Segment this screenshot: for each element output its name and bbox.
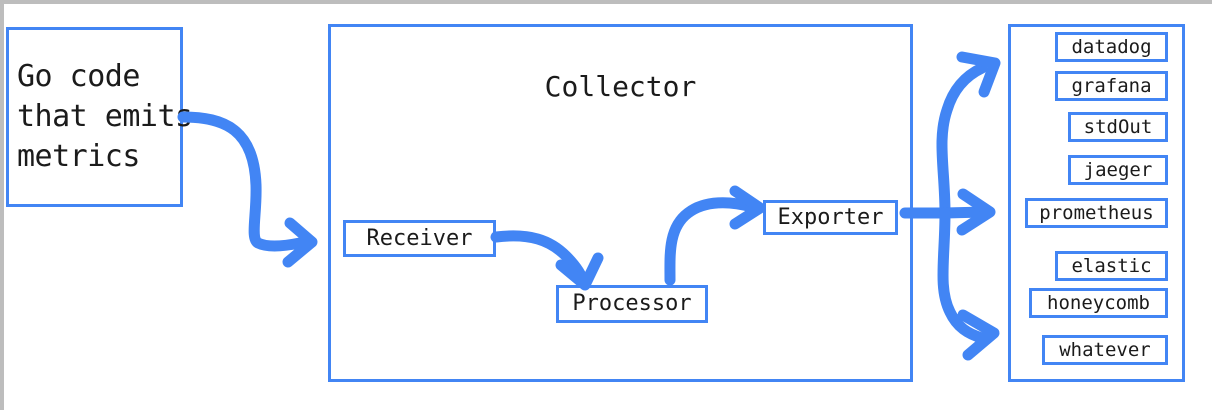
backend-prometheus[interactable]: prometheus <box>1025 198 1168 228</box>
arrow-fanout-upper <box>936 62 988 219</box>
backend-whatever[interactable]: whatever <box>1042 335 1168 365</box>
arrow-source-to-receiver <box>177 111 306 252</box>
arrow-fanout-lower <box>937 207 988 344</box>
backend-datadog[interactable]: datadog <box>1055 32 1168 62</box>
arrow-fanout-middle <box>939 206 991 219</box>
go-code-box[interactable]: Go code that emits metrics <box>6 27 193 207</box>
backend-label: stdOut <box>1083 116 1153 138</box>
arrow-fanout-lower-head <box>957 309 1000 361</box>
backend-elastic[interactable]: elastic <box>1055 251 1168 281</box>
backend-honeycomb[interactable]: honeycomb <box>1029 288 1168 318</box>
backend-label: honeycomb <box>1047 292 1150 314</box>
backend-label: jaeger <box>1083 159 1153 181</box>
go-code-line-1: Go code <box>17 59 140 94</box>
backend-label: grafana <box>1071 75 1152 97</box>
go-code-line-3: metrics <box>17 139 140 174</box>
backend-label: whatever <box>1059 339 1151 361</box>
receiver-node[interactable]: Receiver <box>343 220 496 257</box>
collector-title: Collector <box>544 70 697 103</box>
processor-node[interactable]: Processor <box>556 285 708 323</box>
backend-stdOut[interactable]: stdOut <box>1068 112 1168 142</box>
backend-label: elastic <box>1071 255 1152 277</box>
backend-label: prometheus <box>1039 202 1154 224</box>
arrow-fanout-upper-head <box>956 51 1001 98</box>
exporter-node[interactable]: Exporter <box>763 200 898 235</box>
arrow-source-to-receiver-head <box>282 217 318 268</box>
arrow-fanout-middle-head <box>956 188 996 236</box>
backend-jaeger[interactable]: jaeger <box>1068 155 1168 185</box>
backend-label: datadog <box>1071 36 1152 58</box>
window-frame-left <box>0 0 4 410</box>
window-frame-top <box>0 0 1212 4</box>
go-code-line-2: that emits <box>17 99 193 134</box>
backend-grafana[interactable]: grafana <box>1055 71 1168 101</box>
